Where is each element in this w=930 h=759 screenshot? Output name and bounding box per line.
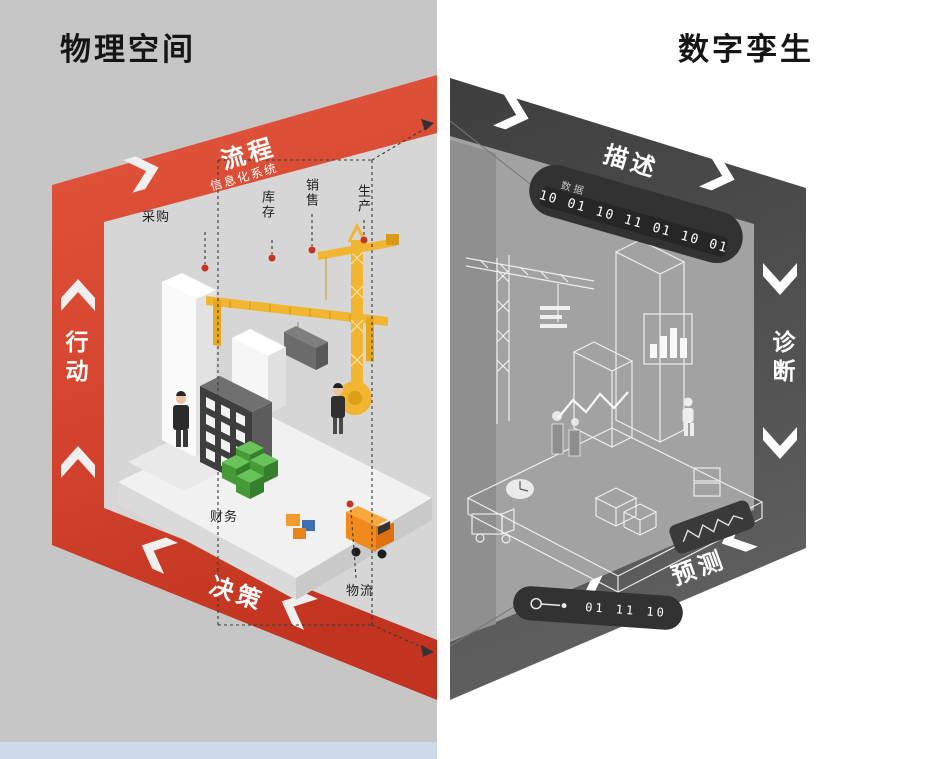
bar-chart-icon (643, 313, 693, 365)
binary-capsule-bottom (513, 586, 683, 630)
annotation-production: 生产 (356, 184, 371, 214)
title-physical-space: 物理空间 (60, 32, 196, 67)
digital-scene (465, 239, 764, 593)
connector-top (449, 120, 531, 185)
bottom-strip (0, 742, 437, 759)
green-crates (222, 441, 278, 499)
trend-line-icon (557, 391, 629, 419)
connector-bottom (449, 605, 516, 647)
annotation-finance: 财务 (210, 509, 239, 524)
physical-scene (118, 222, 432, 600)
annotation-logistics: 物流 (346, 583, 375, 598)
annotation-inventory: 库存 (260, 190, 275, 220)
annotation-dots (201, 236, 368, 508)
edge-label-diagnose: 诊断 (769, 330, 795, 388)
dashed-annotation-box (204, 127, 427, 650)
edge-label-action: 行动 (62, 330, 88, 388)
truck (346, 506, 394, 559)
waveform-box (669, 500, 755, 554)
annotation-procurement: 采购 (142, 209, 171, 224)
flow-arrow-bottom (421, 645, 434, 657)
binary-capsule-top (529, 164, 743, 264)
digital-person (682, 397, 694, 436)
flow-arrow-top (421, 119, 434, 131)
title-digital-twin: 数字孪生 (678, 32, 814, 67)
annotation-sales: 销售 (304, 178, 319, 208)
